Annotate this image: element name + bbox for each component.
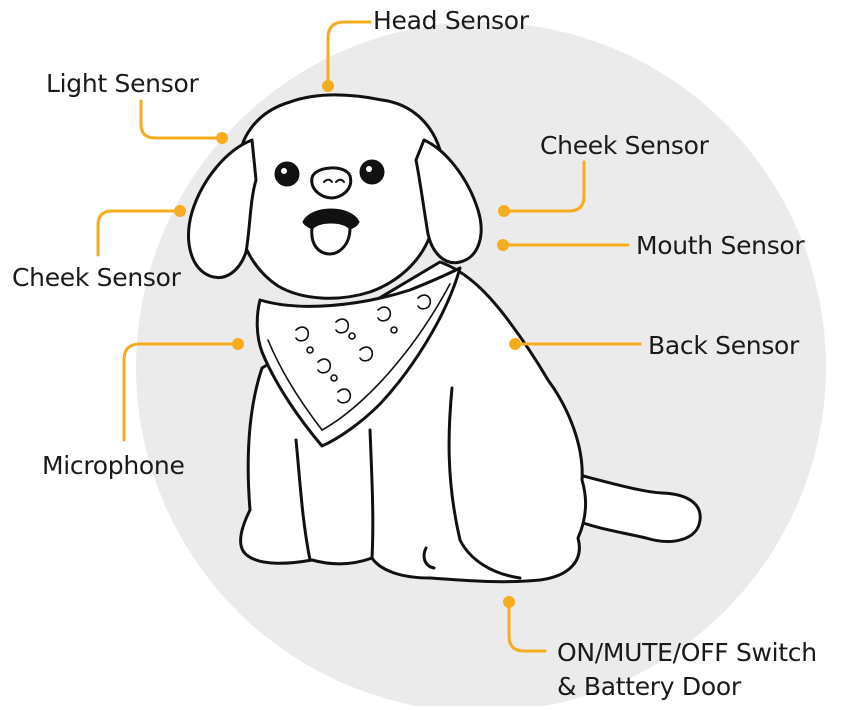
label-switch-line1: ON/MUTE/OFF Switch	[557, 638, 817, 667]
callout-head-sensor	[326, 20, 372, 88]
label-back-sensor: Back Sensor	[648, 331, 800, 360]
dog-leg-front-right	[368, 428, 375, 560]
dog-ear-left	[187, 138, 258, 279]
dot-head-sensor	[322, 80, 334, 92]
callout-microphone	[122, 342, 240, 442]
dog-illustration	[187, 93, 702, 584]
label-light-sensor: Light Sensor	[46, 69, 199, 98]
callout-switch	[507, 600, 547, 653]
dog-eye-left	[274, 161, 300, 187]
dog-tongue	[310, 220, 352, 256]
dot-light-sensor	[216, 132, 228, 144]
dog-leg-front-left	[294, 438, 312, 562]
dog-nose	[310, 166, 353, 200]
dog-eye-right	[359, 159, 385, 185]
label-switch-line2: & Battery Door	[557, 672, 741, 701]
label-mouth-sensor: Mouth Sensor	[636, 231, 805, 260]
dog-toe	[422, 546, 436, 570]
callout-light-sensor	[139, 99, 224, 140]
dog-bandana	[255, 266, 462, 448]
label-head-sensor: Head Sensor	[373, 6, 529, 35]
label-microphone: Microphone	[42, 451, 185, 480]
callout-cheek-sensor-left	[96, 209, 182, 257]
dog-ear-right	[414, 138, 483, 265]
bandana-paisleys	[295, 294, 432, 404]
bandana-border	[267, 283, 451, 431]
dot-microphone	[232, 338, 244, 350]
dot-cheek-sensor-left	[174, 205, 186, 217]
label-cheek-sensor-left: Cheek Sensor	[12, 263, 181, 292]
dot-mouth-sensor	[497, 239, 509, 251]
dot-back-sensor	[509, 338, 521, 350]
callout-cheek-sensor-right	[502, 160, 586, 213]
callouts	[96, 20, 642, 653]
label-switch: ON/MUTE/OFF Switch & Battery Door	[557, 636, 849, 704]
callout-dots	[174, 80, 521, 608]
dog-leg-back	[447, 386, 522, 580]
dot-switch	[503, 596, 515, 608]
dot-cheek-sensor-right	[498, 205, 510, 217]
label-cheek-sensor-right: Cheek Sensor	[540, 131, 709, 160]
